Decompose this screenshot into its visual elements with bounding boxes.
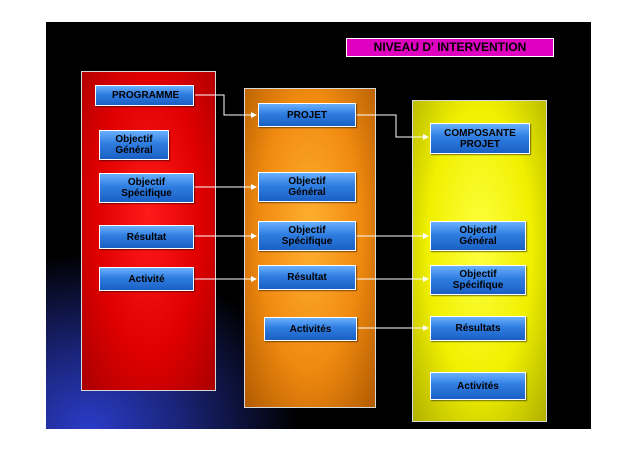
connector-arrows	[194, 94, 429, 331]
box-programme: PROGRAMME	[95, 85, 194, 106]
box-projet: PROJET	[258, 103, 356, 127]
box-projet-activites: Activités	[264, 317, 357, 341]
diagram-title: NIVEAU D' INTERVENTION	[346, 38, 554, 57]
box-composante-activites: Activités	[430, 372, 526, 400]
slide: NIVEAU D' INTERVENTION PROGRAMME Objecti…	[46, 22, 591, 429]
box-composante-resultats: Résultats	[430, 316, 526, 341]
box-projet-objectif-general: Objectif Général	[258, 172, 356, 202]
box-programme-resultat: Résultat	[99, 225, 194, 249]
box-composante-projet: COMPOSANTE PROJET	[430, 123, 530, 154]
box-projet-objectif-specifique: Objectif Spécifique	[258, 221, 356, 251]
box-programme-activite: Activité	[99, 267, 194, 291]
box-projet-resultat: Résultat	[258, 265, 356, 290]
arrow-projet-composante	[356, 114, 429, 140]
arrow-programme-projet	[195, 94, 257, 118]
box-programme-objectif-specifique: Objectif Spécifique	[99, 173, 194, 203]
box-composante-objectif-general: Objectif Général	[430, 221, 526, 251]
page-number: 29	[548, 397, 557, 406]
box-programme-objectif-general: Objectif Général	[99, 130, 169, 160]
box-composante-objectif-specifique: Objectif Spécifique	[430, 265, 526, 295]
